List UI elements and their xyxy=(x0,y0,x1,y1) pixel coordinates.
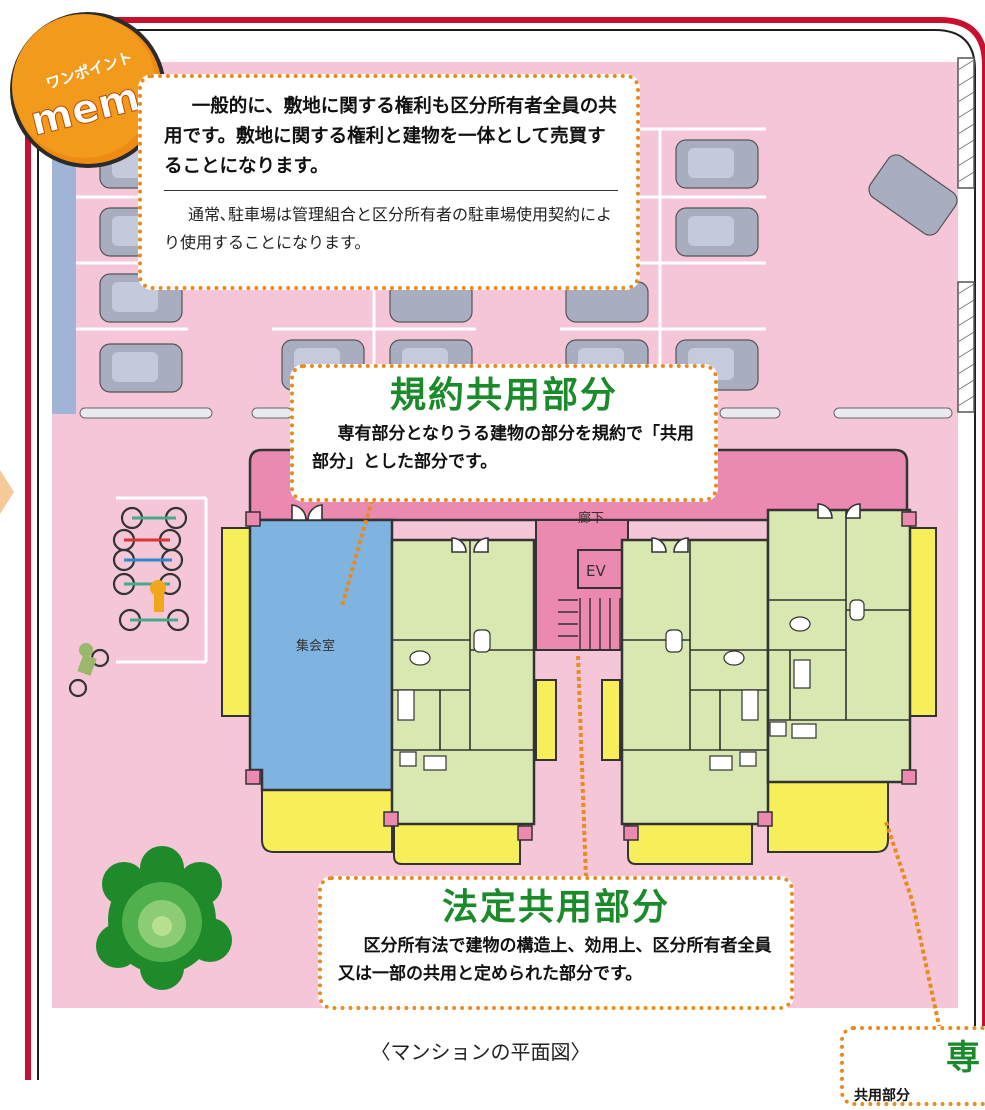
arrow-hint-icon xyxy=(0,470,14,514)
residential-units xyxy=(390,508,912,826)
memo-callout: 一般的に、敷地に関する権利も区分所有者全員の共用です。敷地に関する権利と建物を一… xyxy=(138,74,640,290)
houtei-title: 法定共用部分 xyxy=(441,887,670,928)
houtei-callout: 法定共用部分 区分所有法で建物の構造上、効用上、区分所有者全員又は一部の共用と定… xyxy=(318,876,794,1010)
elevator xyxy=(577,549,623,589)
kiyaku-callout: 規約共用部分 専有部分となりうる建物の部分を規約で「共用部分」とした部分です。 xyxy=(290,364,718,502)
kiyaku-body: 専有部分となりうる建物の部分を規約で「共用部分」とした部分です。 xyxy=(312,424,694,472)
elevator-label: EV xyxy=(586,562,606,580)
floor-plan-diagram: 廊下 EV 集会室 ワンポイント memo 一般的に、敷地に関する権利も区分所有… xyxy=(0,12,985,1106)
balconies xyxy=(221,527,937,865)
plan-caption-text: 〈マンションの平面図〉 xyxy=(370,1040,591,1064)
memo-sub-text: 通常､駐車場は管理組合と区分所有者の駐車場使用契約により使用することになります。 xyxy=(164,190,618,257)
tree-icon xyxy=(96,846,232,990)
senyu-title: 専 xyxy=(946,1038,982,1078)
plan-caption: 〈マンションの平面図〉 xyxy=(0,1036,985,1065)
floor-plan-svg: 廊下 EV 集会室 ワンポイント memo xyxy=(0,12,985,1093)
kiyaku-title: 規約共用部分 xyxy=(389,375,618,416)
callout-leaders xyxy=(340,499,942,1031)
meeting-room-label: 集会室 xyxy=(296,638,335,654)
memo-main-text: 一般的に、敷地に関する権利も区分所有者全員の共用です。敷地に関する権利と建物を一… xyxy=(164,96,617,177)
senyu-body: 共用部分 xyxy=(854,1088,910,1104)
houtei-body: 区分所有法で建物の構造上、効用上、区分所有者全員又は一部の共用と定められた部分で… xyxy=(338,936,772,984)
corridor-label: 廊下 xyxy=(578,510,604,526)
meeting-room xyxy=(248,518,394,792)
